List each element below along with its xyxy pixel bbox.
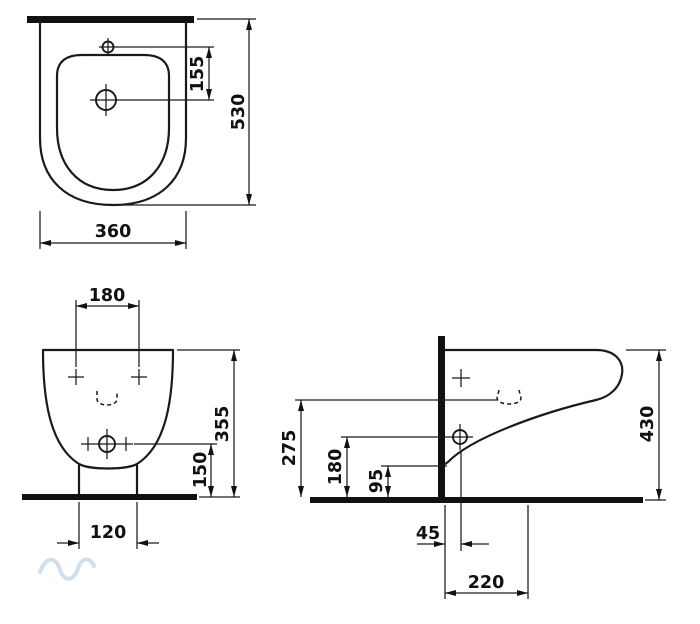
bidet-outline-front <box>41 348 175 496</box>
dim-label-150: 150 <box>191 452 211 489</box>
top-view: 155 530 360 <box>27 16 256 249</box>
dim-label-120: 120 <box>90 523 127 543</box>
dimension-95: 95 <box>367 466 391 497</box>
dim-label-360: 360 <box>95 222 132 242</box>
dimension-530: 530 <box>116 18 256 206</box>
watermark <box>38 557 96 581</box>
tap-hole-top <box>99 38 214 56</box>
wall-bar-top <box>27 16 194 23</box>
dimension-120: 120 <box>57 502 159 549</box>
mounting-holes-front <box>68 369 147 385</box>
dimension-180-front: 180 <box>75 286 140 367</box>
drain-holes-front <box>81 429 133 459</box>
mounting-hole-side <box>452 369 470 387</box>
dim-label-180-front: 180 <box>89 286 126 306</box>
dim-label-45: 45 <box>416 524 440 544</box>
bidet-profile-side <box>443 348 624 466</box>
dim-label-180-side: 180 <box>326 449 346 486</box>
front-view: 180 355 150 <box>22 286 240 581</box>
dimension-150: 150 <box>134 443 217 497</box>
dim-label-95: 95 <box>367 469 387 493</box>
hidden-drain-side <box>496 389 522 405</box>
dimension-430: 430 <box>626 349 666 501</box>
dimension-220: 220 <box>444 505 529 599</box>
basin-outline-top <box>55 53 171 192</box>
dimension-45: 45 <box>416 452 489 551</box>
floor-bar-front <box>22 494 197 500</box>
dimension-355: 355 <box>177 349 240 498</box>
hidden-drain-front <box>96 391 118 406</box>
dimension-155: 155 <box>188 47 212 100</box>
dimension-360: 360 <box>39 211 187 249</box>
wall-bar-side <box>438 336 445 501</box>
faucet-hole-top <box>90 84 214 116</box>
side-view: 430 275 180 95 45 220 <box>280 336 666 599</box>
dimension-275: 275 <box>280 400 304 497</box>
dim-label-530: 530 <box>229 94 249 131</box>
bidet-outline-top <box>38 21 188 207</box>
inlet-hole-side <box>341 424 473 450</box>
dimension-180-side: 180 <box>326 437 350 497</box>
dim-label-430: 430 <box>638 406 658 443</box>
floor-bar-side <box>310 497 643 503</box>
dim-label-220: 220 <box>468 573 505 593</box>
dim-label-275: 275 <box>280 430 300 467</box>
dim-label-355: 355 <box>213 406 233 443</box>
dim-label-155: 155 <box>188 56 208 93</box>
